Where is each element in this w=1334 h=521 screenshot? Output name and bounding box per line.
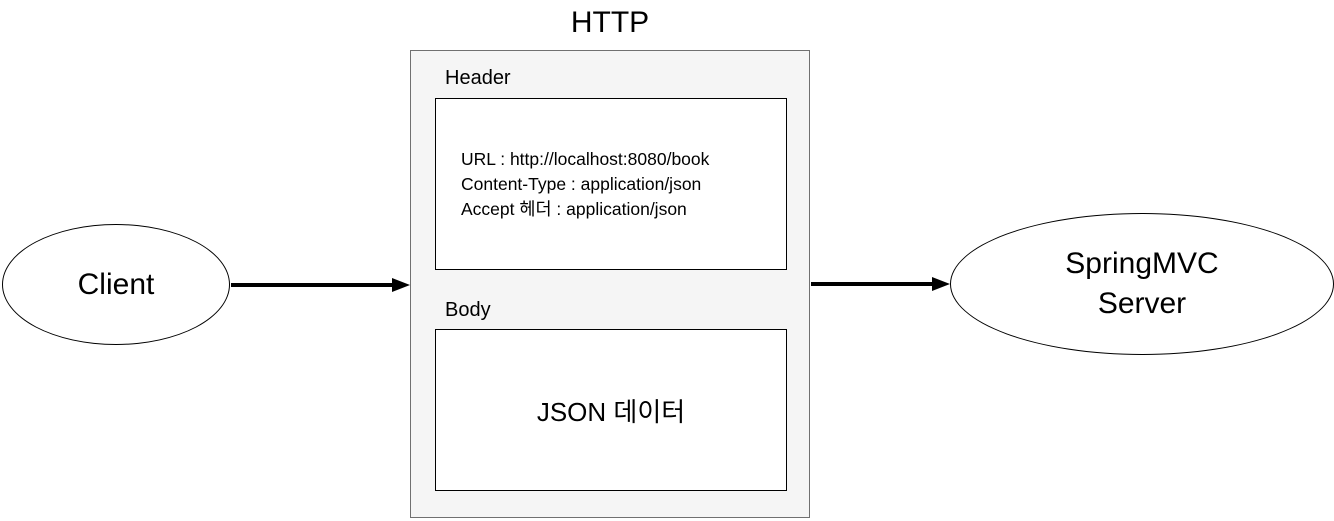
body-section-label: Body [445,299,491,321]
client-label: Client [77,267,155,301]
server-label-line2: Server [1097,287,1187,320]
http-title: HTTP [570,6,650,39]
http-box: Header URL : http://localhost:8080/book … [410,50,810,518]
header-line-content-type: Content-Type : application/json [461,173,702,194]
server-node: SpringMVC Server [950,213,1334,355]
client-node: Client [2,224,230,345]
client-to-http-arrow [231,278,410,292]
http-to-server-arrow [811,277,950,291]
header-content-box: URL : http://localhost:8080/book Content… [435,98,787,270]
header-line-url: URL : http://localhost:8080/book [461,148,710,169]
header-section-label: Header [445,67,511,89]
body-content-label: JSON 데이터 [536,396,686,427]
body-content-box: JSON 데이터 [435,329,787,491]
header-line-accept: Accept 헤더 : application/json [461,198,687,219]
server-label-line1: SpringMVC [1065,247,1219,280]
